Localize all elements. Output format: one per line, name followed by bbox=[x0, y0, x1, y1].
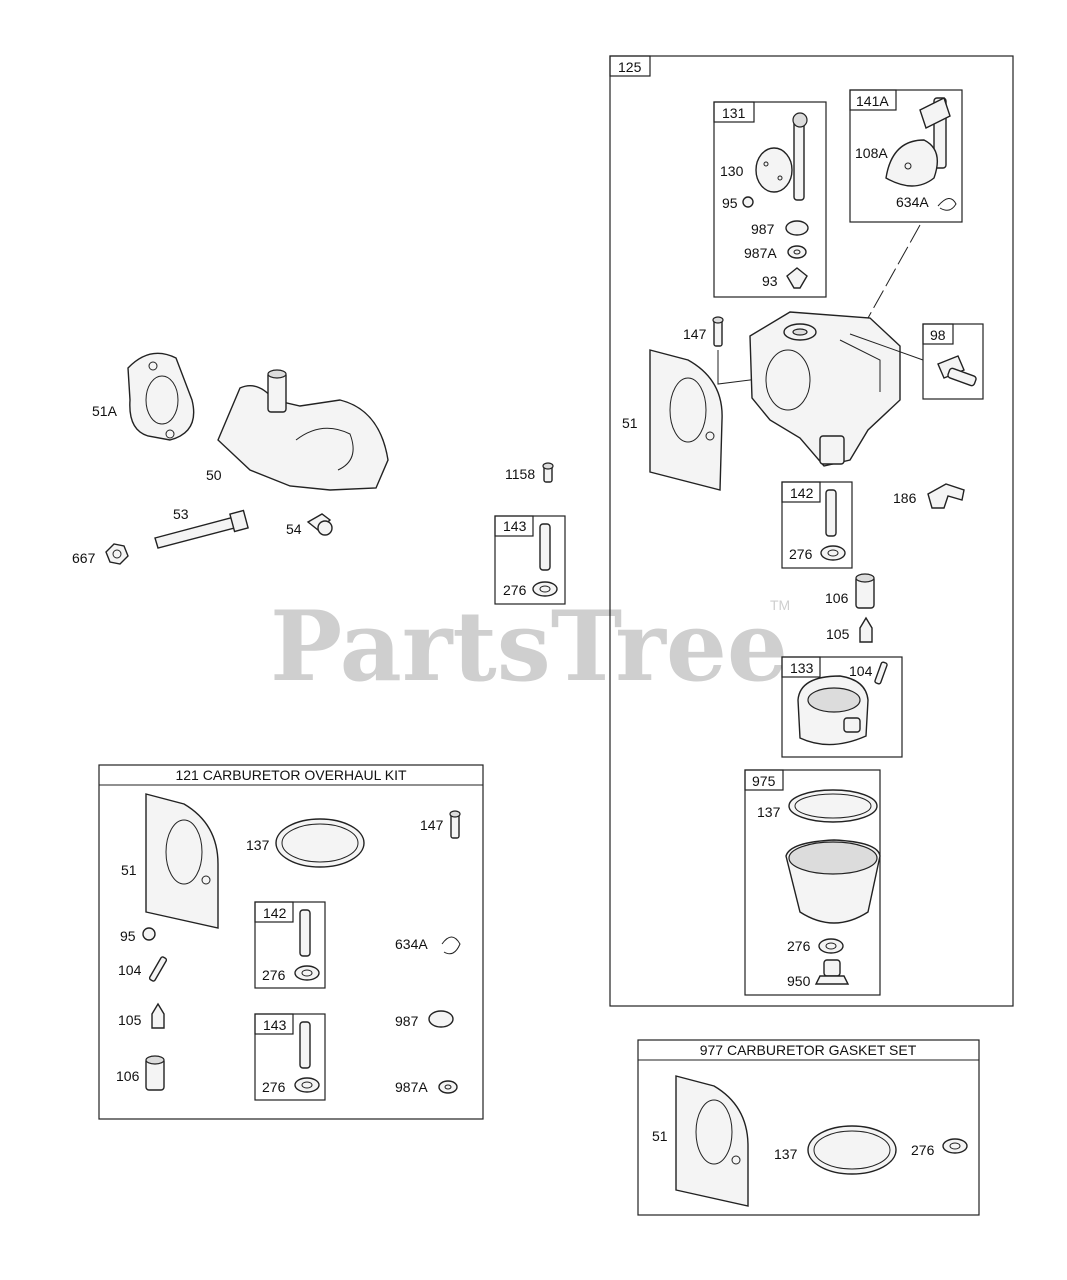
kit-121-title: 121 CARBURETOR OVERHAUL KIT bbox=[175, 767, 407, 783]
box-141a[interactable] bbox=[849, 89, 963, 223]
pin-104-kit121[interactable] bbox=[148, 956, 168, 982]
watermark-trademark: TM bbox=[770, 597, 790, 613]
stud-53[interactable] bbox=[154, 509, 249, 549]
seat-106-assembly[interactable] bbox=[855, 573, 875, 609]
seal-987-kit121[interactable] bbox=[428, 1010, 454, 1028]
label-54: 54 bbox=[286, 521, 302, 537]
box-98[interactable] bbox=[922, 323, 984, 400]
label-667: 667 bbox=[72, 550, 96, 566]
box-141a-id: 141A bbox=[856, 93, 889, 109]
label-276-box143-kit121: 276 bbox=[262, 1079, 286, 1095]
leader-141a bbox=[867, 224, 921, 319]
label-108a: 108A bbox=[855, 145, 888, 161]
gasket-51-assembly[interactable] bbox=[649, 349, 723, 491]
screw-1158[interactable] bbox=[542, 462, 554, 483]
label-137-kit121: 137 bbox=[246, 837, 270, 853]
oring-137-kit121[interactable] bbox=[275, 818, 365, 868]
needle-105-kit121[interactable] bbox=[151, 1002, 165, 1029]
assembly-125-frame bbox=[609, 55, 1014, 1007]
label-106-kit121: 106 bbox=[116, 1068, 140, 1084]
needle-105-assembly[interactable] bbox=[859, 616, 873, 643]
label-987a-kit121: 987A bbox=[395, 1079, 428, 1095]
box-143-kit121-id: 143 bbox=[263, 1017, 287, 1033]
label-276-box142-assembly: 276 bbox=[789, 546, 813, 562]
washer-276-kit977[interactable] bbox=[942, 1138, 968, 1154]
label-147-assembly: 147 bbox=[683, 326, 707, 342]
label-51-kit977: 51 bbox=[652, 1128, 668, 1144]
label-987-kit121: 987 bbox=[395, 1013, 419, 1029]
screw-147-assembly[interactable] bbox=[712, 316, 724, 347]
label-106-assembly: 106 bbox=[825, 590, 849, 606]
assembly-125-id: 125 bbox=[618, 59, 642, 75]
label-50: 50 bbox=[206, 467, 222, 483]
label-276-kit977: 276 bbox=[911, 1142, 935, 1158]
label-276-box143-main: 276 bbox=[503, 582, 527, 598]
kit-121-frame bbox=[98, 764, 484, 1120]
gasket-51-kit121[interactable] bbox=[145, 793, 219, 929]
label-276-box975: 276 bbox=[787, 938, 811, 954]
screw-147-kit121[interactable] bbox=[449, 810, 461, 839]
label-95-box131: 95 bbox=[722, 195, 738, 211]
label-276-box142-kit121: 276 bbox=[262, 967, 286, 983]
label-104-assembly: 104 bbox=[849, 663, 873, 679]
intake-elbow-50[interactable] bbox=[217, 369, 389, 491]
box-975-id: 975 bbox=[752, 773, 776, 789]
carburetor-body[interactable] bbox=[749, 311, 901, 467]
oring-137-kit977[interactable] bbox=[807, 1125, 897, 1175]
clip-634a-kit121[interactable] bbox=[441, 936, 461, 955]
label-51a: 51A bbox=[92, 403, 118, 419]
label-130: 130 bbox=[720, 163, 744, 179]
label-105-assembly: 105 bbox=[826, 626, 850, 642]
label-104-kit121: 104 bbox=[118, 962, 142, 978]
box-131[interactable] bbox=[713, 101, 827, 298]
label-51-assembly: 51 bbox=[622, 415, 638, 431]
box-143-kit121[interactable] bbox=[254, 1013, 326, 1101]
label-950: 950 bbox=[787, 973, 811, 989]
label-147-kit121: 147 bbox=[420, 817, 444, 833]
label-634a-kit121: 634A bbox=[395, 936, 428, 952]
box-142-kit121[interactable] bbox=[254, 901, 326, 989]
label-1158: 1158 bbox=[505, 466, 535, 482]
label-987a-box131: 987A bbox=[744, 245, 777, 261]
washer-987a-kit121[interactable] bbox=[438, 1080, 458, 1094]
seat-106-kit121[interactable] bbox=[145, 1055, 165, 1091]
gasket-51-kit977[interactable] bbox=[675, 1075, 749, 1207]
watermark-text: PartsTree bbox=[270, 590, 788, 703]
box-143-main[interactable] bbox=[494, 515, 566, 605]
box-142-assembly-id: 142 bbox=[790, 485, 814, 501]
gasket-51a[interactable] bbox=[127, 352, 195, 441]
box-131-id: 131 bbox=[722, 105, 746, 121]
nut-667[interactable] bbox=[105, 543, 129, 565]
box-143-main-id: 143 bbox=[503, 518, 527, 534]
label-634a-box141a: 634A bbox=[896, 194, 929, 210]
box-98-id: 98 bbox=[930, 327, 946, 343]
box-142-kit121-id: 142 bbox=[263, 905, 287, 921]
label-105-kit121: 105 bbox=[118, 1012, 142, 1028]
label-987-box131: 987 bbox=[751, 221, 775, 237]
box-133[interactable] bbox=[781, 656, 903, 758]
label-137-kit977: 137 bbox=[774, 1146, 798, 1162]
screw-54[interactable] bbox=[306, 513, 333, 536]
leader-98 bbox=[849, 333, 924, 361]
label-93: 93 bbox=[762, 273, 778, 289]
box-975[interactable] bbox=[744, 769, 881, 996]
label-186: 186 bbox=[893, 490, 917, 506]
kit-977-title: 977 CARBURETOR GASKET SET bbox=[700, 1042, 917, 1058]
box-133-id: 133 bbox=[790, 660, 814, 676]
kit-977-frame bbox=[637, 1039, 980, 1216]
box-142-assembly[interactable] bbox=[781, 481, 853, 569]
fitting-186[interactable] bbox=[927, 483, 965, 509]
label-51-kit121: 51 bbox=[121, 862, 137, 878]
label-95-kit121: 95 bbox=[120, 928, 136, 944]
screw-95-kit121[interactable] bbox=[142, 927, 156, 941]
label-53: 53 bbox=[173, 506, 189, 522]
label-137-box975: 137 bbox=[757, 804, 781, 820]
